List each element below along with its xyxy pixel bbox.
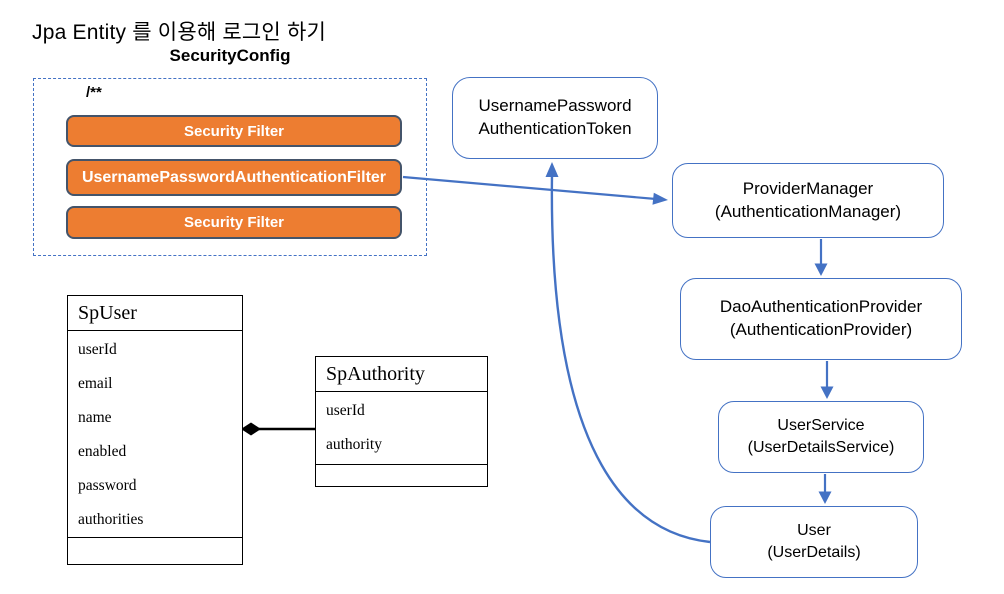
filter-label: Security Filter — [183, 214, 285, 231]
uml-field: authority — [326, 436, 382, 453]
node-label-line1: UserService — [777, 417, 865, 435]
node-label-line1: User — [797, 522, 831, 540]
arrow-filter-to-provider-manager — [402, 175, 668, 205]
uml-fields-compartment: userId authority — [316, 392, 487, 464]
uml-class-name: SpUser — [68, 296, 242, 331]
uml-class-sp-user: SpUser userId email name enabled passwor… — [67, 295, 243, 565]
node-user-service: UserService (UserDetailsService) — [718, 401, 924, 473]
uml-field: userId — [326, 402, 365, 419]
node-label-line1: ProviderManager — [742, 178, 874, 198]
uml-field: enabled — [78, 443, 127, 460]
node-username-password-authentication-token: UsernamePassword AuthenticationToken — [452, 77, 658, 159]
node-provider-manager: ProviderManager (AuthenticationManager) — [672, 163, 944, 238]
arrow-provider-manager-to-dao — [814, 239, 828, 276]
uml-field: password — [78, 477, 137, 494]
uml-field: userId — [78, 341, 117, 358]
node-label-line1: UsernamePassword — [478, 96, 632, 116]
node-label-line2: (AuthenticationManager) — [714, 201, 902, 221]
page-title: Jpa Entity 를 이용해 로그인 하기 — [32, 21, 327, 44]
uml-methods-compartment-empty — [68, 537, 242, 564]
uml-class-name: SpAuthority — [316, 357, 487, 392]
arrow-user-service-to-user — [818, 474, 832, 504]
node-label-line2: (UserDetails) — [767, 544, 861, 561]
security-config-label: SecurityConfig — [169, 46, 291, 65]
filter-box-security-filter-top: Security Filter — [66, 115, 402, 147]
security-config-container — [33, 78, 427, 256]
uml-field: email — [78, 375, 113, 392]
node-label-line2: (AuthenticationProvider) — [729, 320, 913, 339]
uml-field: name — [78, 409, 112, 426]
node-label-line1: DaoAuthenticationProvider — [719, 297, 923, 317]
uml-fields-compartment: userId email name enabled password autho… — [68, 331, 242, 537]
arrow-dao-to-user-service — [820, 361, 834, 399]
node-user: User (UserDetails) — [710, 506, 918, 578]
filter-box-security-filter-bottom: Security Filter — [66, 206, 402, 239]
filter-label: UsernamePasswordAuthenticationFilter — [81, 168, 387, 186]
filter-label: Security Filter — [183, 122, 285, 140]
uml-field: authorities — [78, 511, 144, 528]
filter-box-username-password-authentication-filter: UsernamePasswordAuthenticationFilter — [66, 159, 402, 196]
uml-class-sp-authority: SpAuthority userId authority — [315, 356, 488, 487]
node-dao-authentication-provider: DaoAuthenticationProvider (Authenticatio… — [680, 278, 962, 360]
uml-methods-compartment-empty — [316, 464, 487, 486]
node-label-line2: (UserDetailsService) — [747, 439, 895, 456]
composition-sp-user-sp-authority — [241, 422, 315, 436]
node-label-line2: AuthenticationToken — [478, 119, 632, 138]
code-comment-marker: /** — [86, 84, 102, 101]
